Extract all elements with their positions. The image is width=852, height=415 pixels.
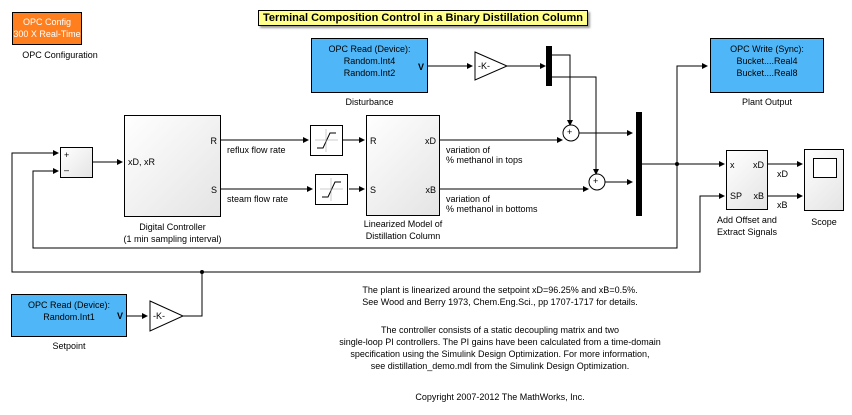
diagram-title: Terminal Composition Control in a Binary… [258, 10, 588, 26]
offset-sp-port: SP [730, 191, 743, 201]
sum-plus-sign: + [64, 150, 70, 160]
saturation-icon [315, 129, 338, 152]
output-mux[interactable] [636, 112, 642, 216]
opc-read-disturbance-block[interactable]: OPC Read (Device): Random.Int4 Random.In… [311, 38, 428, 93]
opc-read-dist-port: V [417, 62, 424, 72]
sum-minus-sign: – [64, 165, 70, 175]
note-line-1: The plant is linearized around the setpo… [362, 285, 638, 295]
reflux-signal-label: reflux flow rate [227, 145, 286, 155]
model-r-port: R [370, 136, 377, 146]
digital-controller-block[interactable]: xD, xR R S [124, 115, 221, 217]
junction-dot [675, 162, 679, 166]
opc-config-line2: 300 X Real-Time [13, 29, 81, 39]
gain-setpoint-text: -K- [153, 311, 165, 321]
opc-read-sp-port: V [116, 311, 123, 321]
sum-top-plus: + [567, 127, 573, 137]
model-xd-port: xD [425, 136, 436, 146]
offset-label-2: Extract Signals [716, 227, 778, 237]
xd-signal-label: xD [777, 169, 788, 179]
model-xb-port: xB [425, 185, 436, 195]
opc-read-setpoint-block[interactable]: OPC Read (Device): Random.Int1 V [11, 294, 127, 337]
opc-read-dist-line3: Random.Int2 [343, 68, 396, 78]
offset-label-1: Add Offset and [717, 215, 777, 225]
note-line-6: see distillation_demo.mdl from the Simul… [370, 361, 630, 371]
sum-bottom-plus: + [593, 176, 599, 186]
tops-label-2: % methanol in tops [446, 155, 523, 165]
model-label-2: Distillation Column [365, 231, 441, 241]
opc-write-line1: OPC Write (Sync): [730, 44, 804, 54]
linearized-model-block[interactable]: R S xD xB [366, 115, 440, 216]
junction-dot [200, 270, 204, 274]
model-s-port: S [370, 185, 377, 195]
tops-label-1: variation of [446, 145, 491, 155]
opc-write-line2: Bucket....Real4 [736, 56, 798, 66]
setpoint-label: Setpoint [52, 341, 86, 351]
steam-saturation-block[interactable] [315, 174, 348, 205]
model-label-1: Linearized Model of [363, 219, 443, 229]
opc-read-dist-line2: Random.Int4 [343, 56, 396, 66]
offset-xb-port: xB [753, 191, 764, 201]
bottoms-label-2: % methanol in bottoms [446, 204, 538, 214]
reflux-saturation-block[interactable] [310, 125, 343, 156]
disturbance-label: Disturbance [345, 97, 394, 107]
offset-extract-block[interactable]: x SP xD xB [726, 150, 768, 210]
disturbance-demux[interactable] [546, 46, 552, 86]
controller-input-port: xD, xR [128, 157, 155, 167]
opc-write-block[interactable]: OPC Write (Sync): Bucket....Real4 Bucket… [710, 38, 824, 93]
note-line-5: specification using the Simulink Design … [350, 349, 650, 359]
opc-config-label: OPC Configuration [22, 50, 98, 60]
gain-disturbance-shape [474, 51, 509, 81]
bottoms-label-1: variation of [446, 194, 491, 204]
scope-label: Scope [811, 217, 837, 227]
scope-block[interactable] [804, 149, 844, 211]
saturation-icon [320, 178, 343, 201]
note-line-3: The controller consists of a static deco… [380, 325, 620, 335]
opc-read-sp-line2: Random.Int1 [43, 312, 95, 322]
controller-label-1: Digital Controller [139, 222, 206, 232]
scope-screen-icon [813, 158, 837, 178]
controller-r-port: R [210, 136, 218, 146]
xb-signal-label: xB [777, 200, 788, 210]
offset-x-port: x [730, 160, 735, 170]
setpoint-sum-block[interactable]: + – [60, 147, 93, 178]
offset-xd-port: xD [753, 160, 764, 170]
opc-read-dist-line1: OPC Read (Device): [328, 44, 411, 54]
plant-output-label: Plant Output [741, 97, 793, 107]
opc-config-line1: OPC Config [22, 17, 72, 27]
opc-write-line3: Bucket....Real8 [736, 68, 798, 78]
controller-s-port: S [210, 185, 217, 195]
controller-label-2: (1 min sampling interval) [123, 234, 222, 244]
gain-setpoint-shape [149, 300, 185, 332]
note-line-4: single-loop PI controllers. The PI gains… [339, 337, 661, 347]
steam-signal-label: steam flow rate [227, 194, 289, 204]
copyright: Copyright 2007-2012 The MathWorks, Inc. [415, 392, 585, 402]
opc-read-sp-line1: OPC Read (Device): [27, 300, 111, 310]
opc-config-block[interactable]: OPC Config 300 X Real-Time [12, 12, 82, 45]
note-line-2: See Wood and Berry 1973, Chem.Eng.Sci., … [362, 297, 638, 307]
gain-disturbance-text: -K- [478, 61, 490, 71]
